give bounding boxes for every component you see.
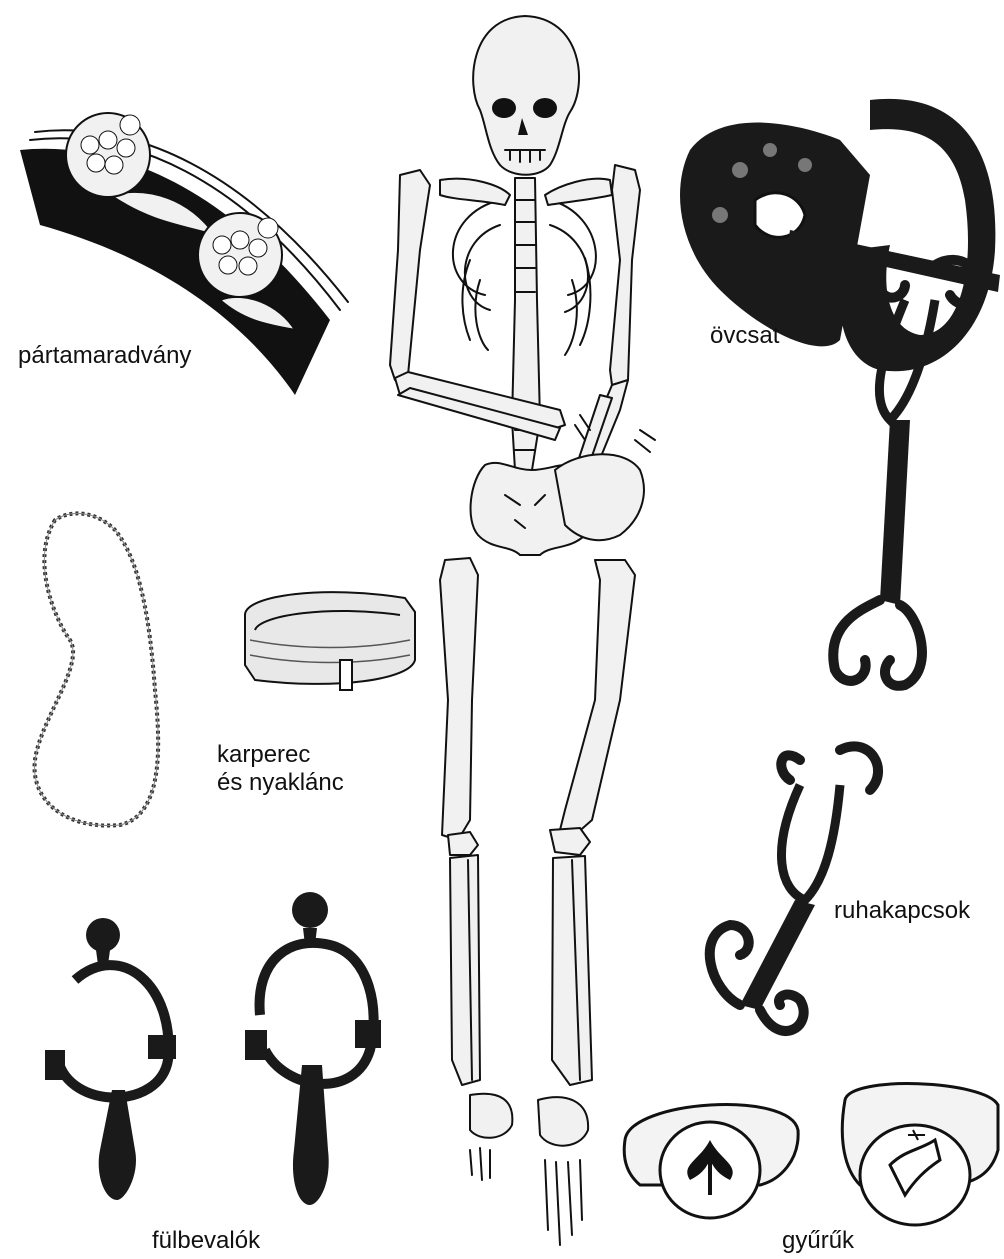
earring xyxy=(45,918,176,1200)
bracelet-necklace-label-line1: karperec xyxy=(217,741,310,769)
necklace xyxy=(35,513,159,825)
dress-clasp xyxy=(710,746,878,1031)
left-leg xyxy=(440,558,512,1180)
rings-label: gyűrűk xyxy=(782,1227,854,1255)
bracelet xyxy=(245,592,415,690)
headdress-label: pártamaradvány xyxy=(18,342,191,370)
earring xyxy=(245,892,381,1205)
ring xyxy=(624,1105,798,1218)
headdress-rosette xyxy=(66,113,150,197)
bracelet-necklace-label-line2: és nyaklánc xyxy=(217,769,344,797)
ring xyxy=(842,1084,998,1225)
headdress-rosette xyxy=(198,213,282,297)
skeleton xyxy=(390,16,655,1245)
clasps-label: ruhakapcsok xyxy=(834,897,970,925)
right-leg xyxy=(538,560,635,1245)
skull xyxy=(473,16,579,175)
pelvis xyxy=(471,454,644,555)
belt-buckle-label: övcsat xyxy=(710,322,779,350)
earrings-label: fülbevalók xyxy=(152,1227,260,1255)
